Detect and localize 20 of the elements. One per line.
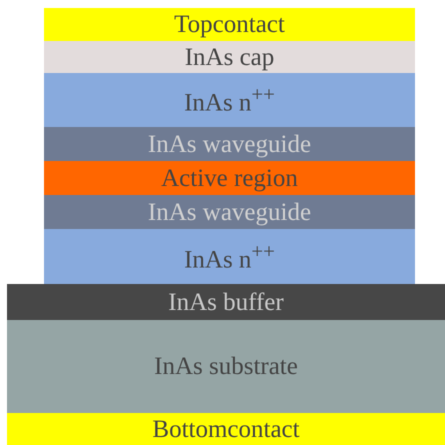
layer-label: InAs n$^{++}$ bbox=[184, 84, 275, 116]
active-layer bbox=[44, 161, 415, 195]
contact-layer bbox=[7, 413, 445, 445]
waveguide-layer bbox=[44, 195, 415, 229]
layer-label: InAs substrate bbox=[154, 354, 298, 379]
layer-label: InAs buffer bbox=[168, 290, 284, 314]
layer-label: Topcontact bbox=[174, 12, 285, 37]
doped-layer bbox=[44, 73, 415, 127]
layer-label: InAs waveguide bbox=[148, 200, 312, 224]
cap-layer bbox=[44, 41, 415, 73]
layer-label: InAs n$^{++}$ bbox=[184, 240, 275, 272]
doped-layer bbox=[44, 229, 415, 284]
layer-label: Active region bbox=[161, 166, 298, 190]
substrate-layer bbox=[7, 320, 445, 413]
layer-label: InAs cap bbox=[184, 44, 274, 70]
contact-layer bbox=[44, 8, 415, 41]
waveguide-layer bbox=[44, 127, 415, 161]
layer-label: Bottomcontact bbox=[152, 416, 300, 442]
layer-label: InAs waveguide bbox=[148, 132, 312, 156]
buffer-layer bbox=[7, 284, 445, 320]
